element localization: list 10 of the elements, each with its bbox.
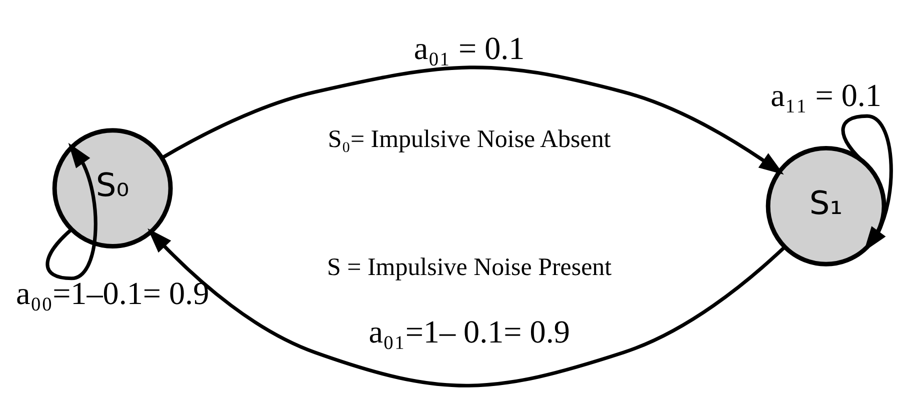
edge-label: a₀₁ = 0.1 [414, 30, 525, 66]
arrow [46, 142, 98, 280]
label: S₀= Impulsive Noise Absent [328, 126, 611, 153]
edge-label: a₁₁ = 0.1 [770, 77, 882, 114]
node-circle: S₀ [52, 128, 173, 249]
label: S = Impulsive Noise Present [327, 254, 612, 282]
arrow [148, 228, 786, 388]
arrow [161, 66, 784, 175]
edge-label: a₀₁=1– 0.1= 0.9 [368, 313, 570, 350]
edge-label: a₀₀=1–0.1= 0.9 [16, 275, 210, 312]
